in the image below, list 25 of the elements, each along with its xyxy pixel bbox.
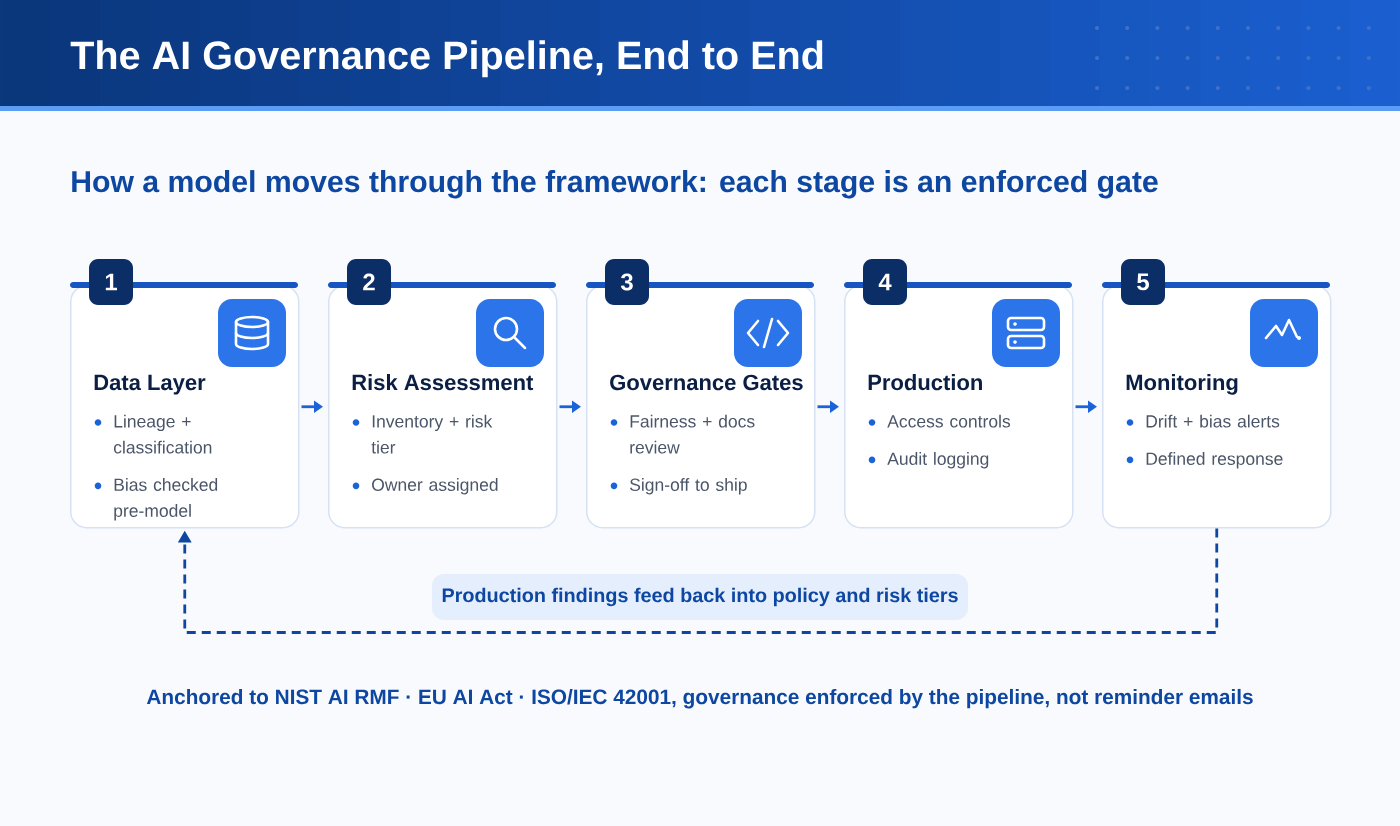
step-badge: 2 <box>347 259 391 305</box>
bullet-text: Defined response <box>1146 452 1283 469</box>
bullet-text: Inventory + risk tier <box>371 414 493 454</box>
bullet-text: Drift + bias alerts <box>1146 414 1280 428</box>
step-badge: 4 <box>863 259 907 305</box>
step-badge: 1 <box>89 259 133 305</box>
bullet-text: Audit logging <box>887 452 989 469</box>
card-heading: Governance Gates <box>610 374 803 391</box>
card-heading: Production <box>868 374 982 391</box>
step-badge: 3 <box>605 259 649 305</box>
bullet-text: Fairness + docs review <box>630 414 755 454</box>
note-box: Production findings feed back into policy and risk tiers <box>432 574 968 620</box>
card-heading: Monitoring <box>1126 374 1238 395</box>
bullet-text: Bias checked pre-model <box>114 478 218 521</box>
bullet-text: Lineage + classification <box>113 414 212 454</box>
bullet-text: Sign-off to ship <box>630 478 747 495</box>
footer-note: Anchored to NIST AI RMF · EU AI Act · ISO/IEC 42001, governance enforced by the pipeline, not reminder emails <box>146 688 1253 709</box>
bullet-text: Access controls <box>887 414 1011 428</box>
dashed-arrow <box>177 528 1219 634</box>
card-heading: Risk Assessment <box>352 374 534 391</box>
subtitle: How a model moves through the framework: each stage is an enforced gate <box>72 170 1158 199</box>
title: The AI Governance Pipeline, End to End <box>70 40 823 78</box>
card-heading: Data Layer <box>94 374 206 395</box>
step-badge: 5 <box>1121 259 1165 305</box>
bullet-text: Owner assigned <box>372 478 498 495</box>
